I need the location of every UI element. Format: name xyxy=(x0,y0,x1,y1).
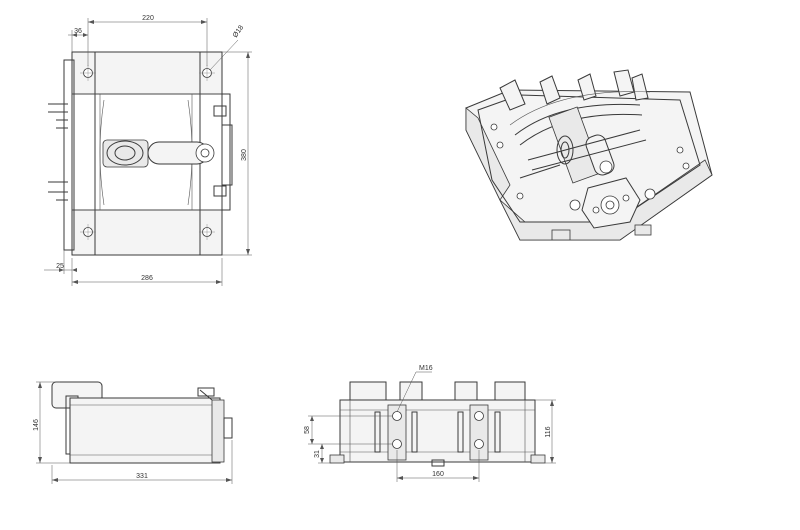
dim-25-label: 25 xyxy=(56,263,64,270)
isometric-view xyxy=(465,69,713,241)
top-view-mounting-hole xyxy=(199,65,215,81)
dim-286-label: 286 xyxy=(141,275,153,282)
dim-116-label: 116 xyxy=(545,426,552,437)
end-view-fin xyxy=(494,381,526,403)
top-view-upper-plate xyxy=(71,51,223,95)
side-view: 146 331 xyxy=(33,381,233,484)
iso-fin xyxy=(539,75,561,105)
dim-220-label: 220 xyxy=(142,15,154,22)
dim-31-label: 31 xyxy=(314,450,321,458)
dim-m16-label: M16 xyxy=(419,365,433,372)
dim-331-label: 331 xyxy=(136,473,148,480)
end-view-m16-hole xyxy=(474,411,484,421)
end-view-fin xyxy=(454,381,478,403)
end-view-m16-hole xyxy=(392,411,402,421)
dim-380-label: 380 xyxy=(241,149,248,161)
dim-36-label: 36 xyxy=(74,28,82,35)
iso-bolt xyxy=(644,188,656,200)
iso-fin xyxy=(613,69,635,97)
end-view-fin xyxy=(349,381,387,403)
top-view-mounting-hole xyxy=(80,65,96,81)
iso-fin xyxy=(577,73,597,101)
side-view-body xyxy=(69,397,221,464)
top-view-lower-plate xyxy=(71,209,223,256)
top-view-roller xyxy=(102,139,149,168)
dim-hole-diameter-label: Ø18 xyxy=(232,24,245,39)
top-view: 220 36 Ø18 380 25 286 xyxy=(44,15,252,286)
iso-fin xyxy=(631,73,649,101)
iso-fin xyxy=(499,79,526,111)
end-view: M16 58 31 160 116 xyxy=(304,365,556,482)
dim-160-label: 160 xyxy=(432,471,444,478)
dim-146-label: 146 xyxy=(33,419,40,431)
end-view-body xyxy=(339,399,536,463)
dim-58-label: 58 xyxy=(304,426,311,434)
end-view-m16-hole xyxy=(474,439,484,449)
top-view-mounting-hole xyxy=(80,224,96,240)
top-view-mounting-hole xyxy=(199,224,215,240)
iso-bolt xyxy=(569,199,581,211)
end-view-m16-hole xyxy=(392,439,402,449)
